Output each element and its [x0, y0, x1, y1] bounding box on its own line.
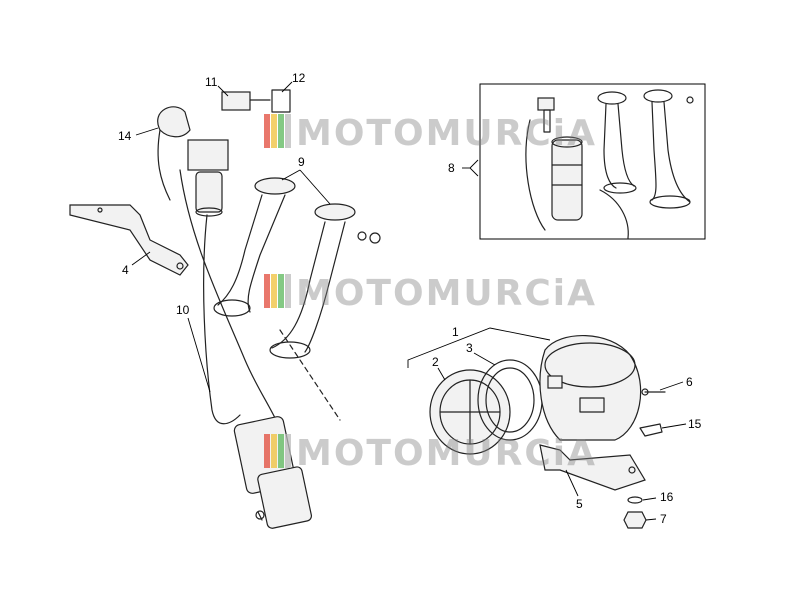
- callout-14: 14: [118, 129, 132, 143]
- callout-1: 1: [452, 325, 459, 339]
- callout-6: 6: [686, 375, 693, 389]
- leader-lines: [131, 81, 687, 521]
- callout-3: 3: [466, 341, 473, 355]
- callout-16: 16: [660, 490, 674, 504]
- inset-box: [469, 83, 706, 240]
- callout-5: 5: [576, 497, 583, 511]
- callout-2: 2: [432, 355, 439, 369]
- callout-10: 10: [176, 303, 190, 317]
- headlamp-assembly: [407, 327, 666, 529]
- watermark-bottom: MOTOMURCiA: [264, 433, 597, 474]
- watermark-top: MOTOMURCiA: [264, 113, 597, 154]
- callout-labels: 1 2 3 4 5 6 7 8 9 10 11 12 14 15 16: [118, 71, 702, 526]
- callout-9: 9: [298, 155, 305, 169]
- callout-12: 12: [292, 71, 306, 85]
- callout-4: 4: [122, 263, 129, 277]
- callout-15: 15: [688, 417, 702, 431]
- watermark-middle: MOTOMURCiA: [264, 273, 597, 314]
- watermark-text-middle: MOTOMURCiA: [296, 273, 597, 314]
- callout-11: 11: [205, 75, 218, 89]
- callout-7: 7: [660, 512, 667, 526]
- watermark-text-bottom: MOTOMURCiA: [296, 433, 597, 474]
- callout-8: 8: [448, 161, 455, 175]
- watermark-text-top: MOTOMURCiA: [296, 113, 597, 154]
